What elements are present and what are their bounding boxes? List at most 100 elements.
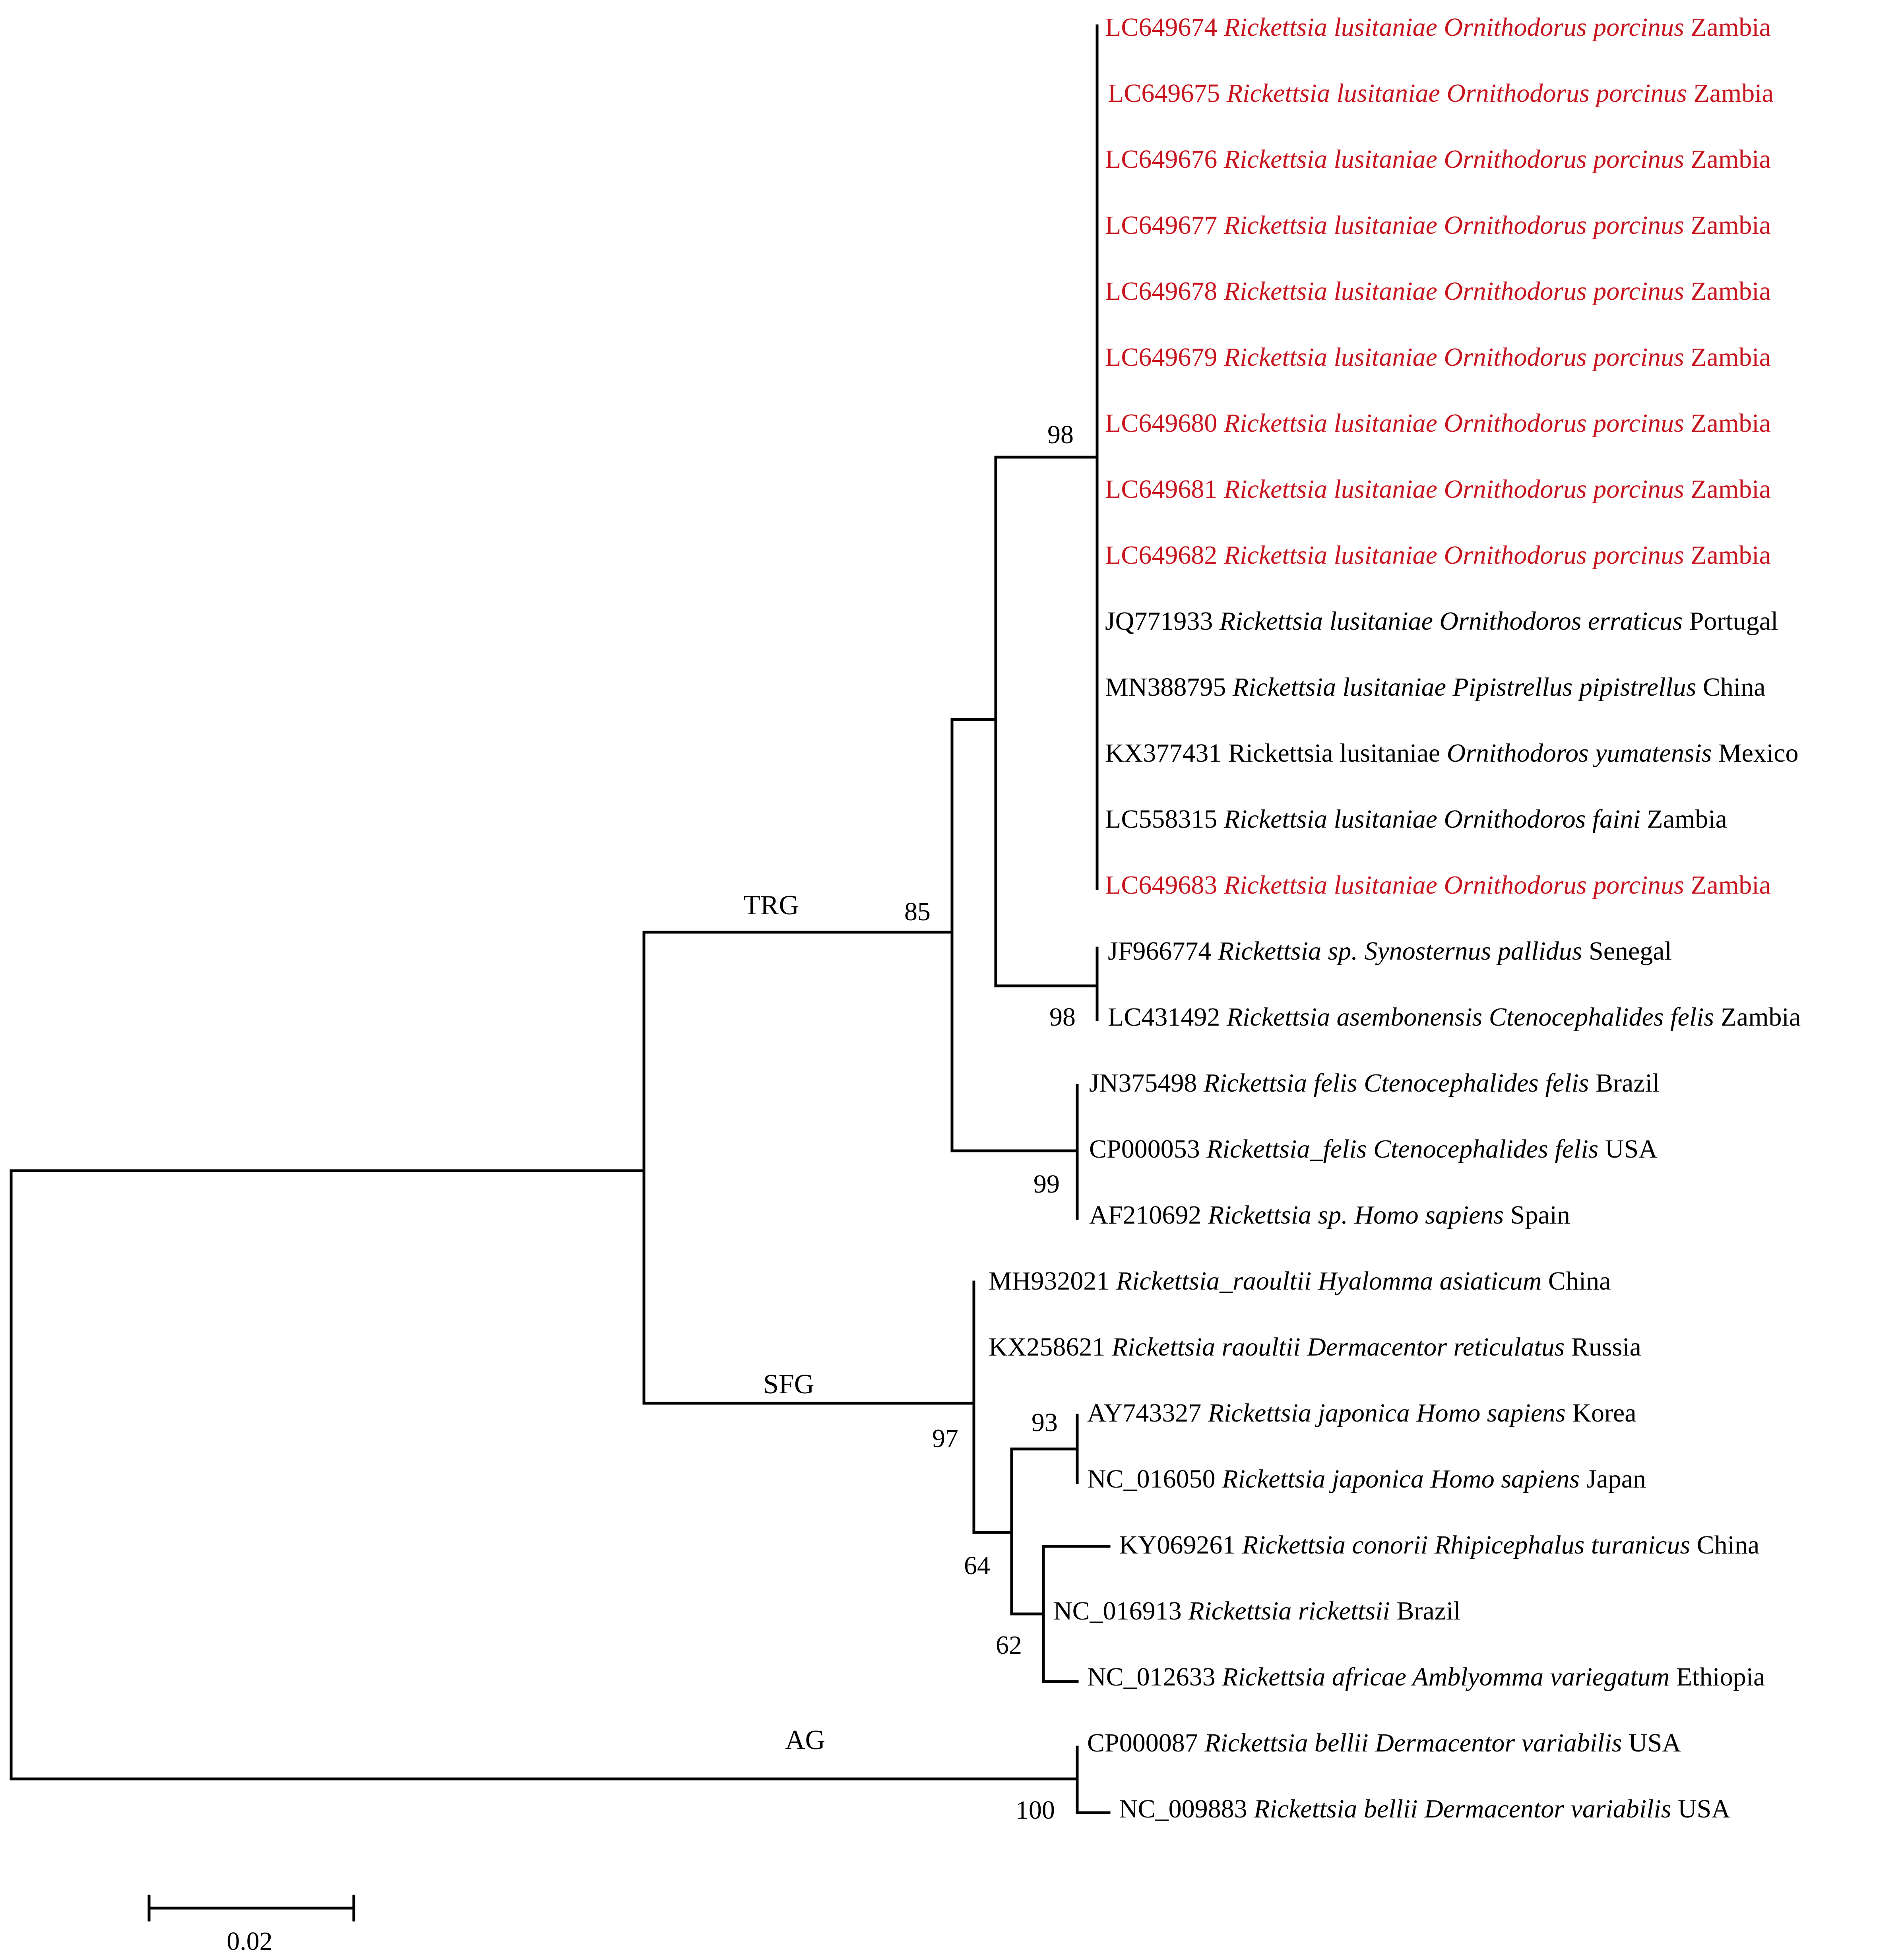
taxon-sp: Rickettsia asembonensis (1220, 1003, 1482, 1032)
taxon-sp: Rickettsia sp. (1201, 1201, 1348, 1230)
taxon-sp: Rickettsia lusitaniae (1217, 475, 1437, 504)
taxon-host: Ornithodorus porcinus (1437, 871, 1684, 900)
taxon-country: Zambia (1684, 211, 1771, 240)
taxon-host: Amblyomma variegatum (1406, 1662, 1669, 1691)
taxon-acc: LC649678 (1105, 277, 1217, 306)
taxon-sp: Rickettsia lusitaniae (1217, 145, 1437, 174)
taxon-host: Ctenocephalides felis (1482, 1003, 1714, 1032)
scale-bar-label: 0.02 (227, 1927, 273, 1956)
taxon-label: LC558315 Rickettsia lusitaniae Ornithodo… (1105, 805, 1727, 834)
taxon-country: Brazil (1589, 1069, 1660, 1098)
taxon-host: Homo sapiens (1410, 1398, 1565, 1428)
taxon-country: China (1541, 1267, 1611, 1296)
taxon-host: Pipistrellus pipistrellus (1446, 673, 1696, 702)
taxon-host: Ornithodorus porcinus (1437, 145, 1684, 174)
taxon-acc: JQ771933 (1105, 607, 1213, 636)
taxon-label: AY743327 Rickettsia japonica Homo sapien… (1087, 1398, 1636, 1428)
support-sfg-inner: 64 (964, 1551, 990, 1580)
taxon-label: KX377431 Rickettsia lusitaniae Ornithodo… (1105, 739, 1799, 768)
support-lusitaniae-clade: 98 (1047, 420, 1074, 449)
taxon-sp: Rickettsia lusitaniae (1226, 673, 1446, 702)
taxon-host: Synosternus pallidus (1358, 937, 1582, 966)
taxon-country: China (1696, 673, 1765, 702)
taxon-country: Japan (1580, 1464, 1646, 1493)
taxon-country: Spain (1504, 1201, 1570, 1230)
group-label-trg: TRG (743, 890, 799, 921)
taxon-sp: Rickettsia rickettsii (1182, 1596, 1390, 1625)
taxon-acc: LC649681 (1105, 475, 1217, 504)
taxon-label: AF210692 Rickettsia sp. Homo sapiens Spa… (1089, 1201, 1570, 1230)
taxon-host: Homo sapiens (1424, 1464, 1580, 1493)
taxon-sp: Rickettsia lusitaniae (1222, 739, 1440, 768)
taxon-host: Ornithodorus porcinus (1437, 343, 1684, 372)
taxon-acc: LC649677 (1105, 211, 1217, 240)
taxon-country: Korea (1566, 1398, 1636, 1428)
support-sfg-clade: 97 (932, 1424, 958, 1453)
taxon-country: Zambia (1684, 13, 1771, 42)
taxon-country: Portugal (1683, 607, 1778, 636)
taxon-acc: MH932021 (989, 1267, 1109, 1296)
taxon-label: LC649677 Rickettsia lusitaniae Ornithodo… (1105, 211, 1771, 240)
support-conorii-clade: 62 (996, 1631, 1022, 1660)
taxon-label: NC_016050 Rickettsia japonica Homo sapie… (1087, 1464, 1646, 1493)
taxon-label: JN375498 Rickettsia felis Ctenocephalide… (1089, 1069, 1660, 1098)
taxon-label: NC_012633 Rickettsia africae Amblyomma v… (1087, 1662, 1765, 1691)
taxon-host: Dermacentor reticulatus (1301, 1332, 1565, 1362)
taxon-sp: Rickettsia lusitaniae (1217, 805, 1437, 834)
taxon-label: LC649683 Rickettsia lusitaniae Ornithodo… (1105, 871, 1771, 900)
taxon-label: CP000087 Rickettsia bellii Dermacentor v… (1087, 1728, 1681, 1757)
taxon-host: Homo sapiens (1348, 1201, 1504, 1230)
taxon-host: Ornithodorus porcinus (1440, 79, 1687, 108)
taxon-sp: Rickettsia conorii (1235, 1530, 1428, 1559)
taxon-acc: AF210692 (1089, 1201, 1201, 1230)
taxon-acc: AY743327 (1087, 1398, 1201, 1428)
taxon-label: NC_009883 Rickettsia bellii Dermacentor … (1119, 1794, 1730, 1823)
taxon-label: LC649678 Rickettsia lusitaniae Ornithodo… (1105, 277, 1771, 306)
taxon-sp: Rickettsia lusitaniae (1217, 343, 1437, 372)
taxon-sp: Rickettsia lusitaniae (1217, 871, 1437, 900)
taxon-country: Senegal (1582, 937, 1672, 966)
taxon-host: Ornithodorus porcinus (1437, 277, 1684, 306)
taxon-host: Dermacentor variabilis (1418, 1794, 1671, 1823)
taxon-label: CP000053 Rickettsia_felis Ctenocephalide… (1089, 1135, 1658, 1164)
taxon-sp: Rickettsia japonica (1201, 1398, 1410, 1428)
support-felis-clade: 99 (1033, 1170, 1060, 1199)
taxon-labels: LC649674 Rickettsia lusitaniae Ornithodo… (989, 13, 1801, 1823)
taxon-country: Zambia (1684, 475, 1771, 504)
group-labels: TRG SFG AG (743, 890, 825, 1755)
taxon-sp: Rickettsia_felis (1200, 1135, 1367, 1164)
support-ag-clade: 100 (1016, 1796, 1055, 1825)
taxon-country: Zambia (1684, 871, 1771, 900)
taxon-country: Zambia (1684, 541, 1771, 570)
support-trg-inner: 85 (904, 897, 931, 926)
taxon-country: Zambia (1684, 343, 1771, 372)
taxon-acc: LC649674 (1105, 13, 1217, 42)
taxon-acc: LC649676 (1105, 145, 1217, 174)
taxon-acc: LC649680 (1105, 409, 1217, 438)
taxon-acc: NC_016913 (1053, 1596, 1182, 1625)
taxon-sp: Rickettsia lusitaniae (1217, 541, 1437, 570)
taxon-acc: KY069261 (1119, 1530, 1235, 1559)
taxon-sp: Rickettsia lusitaniae (1220, 79, 1440, 108)
taxon-acc: LC649679 (1105, 343, 1217, 372)
support-values: 98 98 85 99 97 93 64 62 100 (904, 420, 1076, 1825)
taxon-host: Rhipicephalus turanicus (1428, 1530, 1690, 1559)
taxon-acc: JN375498 (1089, 1069, 1197, 1098)
taxon-label: LC649682 Rickettsia lusitaniae Ornithodo… (1105, 541, 1771, 570)
taxon-sp: Rickettsia lusitaniae (1213, 607, 1433, 636)
taxon-host: Ornithodorus porcinus (1437, 13, 1684, 42)
taxon-country: USA (1598, 1135, 1658, 1164)
taxon-country: Zambia (1684, 409, 1771, 438)
taxon-host: Ctenocephalides felis (1367, 1135, 1598, 1164)
group-label-ag: AG (785, 1725, 825, 1755)
taxon-sp: Rickettsia sp. (1211, 937, 1357, 966)
taxon-label: JF966774 Rickettsia sp. Synosternus pall… (1108, 937, 1672, 966)
taxon-host: Ornithodorus porcinus (1437, 211, 1684, 240)
tree-branches (10, 24, 1111, 1814)
taxon-sp: Rickettsia raoultii (1105, 1332, 1300, 1362)
taxon-label: LC649674 Rickettsia lusitaniae Ornithodo… (1105, 13, 1771, 42)
taxon-country: Ethiopia (1669, 1662, 1765, 1691)
taxon-acc: LC431492 (1108, 1003, 1220, 1032)
taxon-country: Mexico (1712, 739, 1798, 768)
